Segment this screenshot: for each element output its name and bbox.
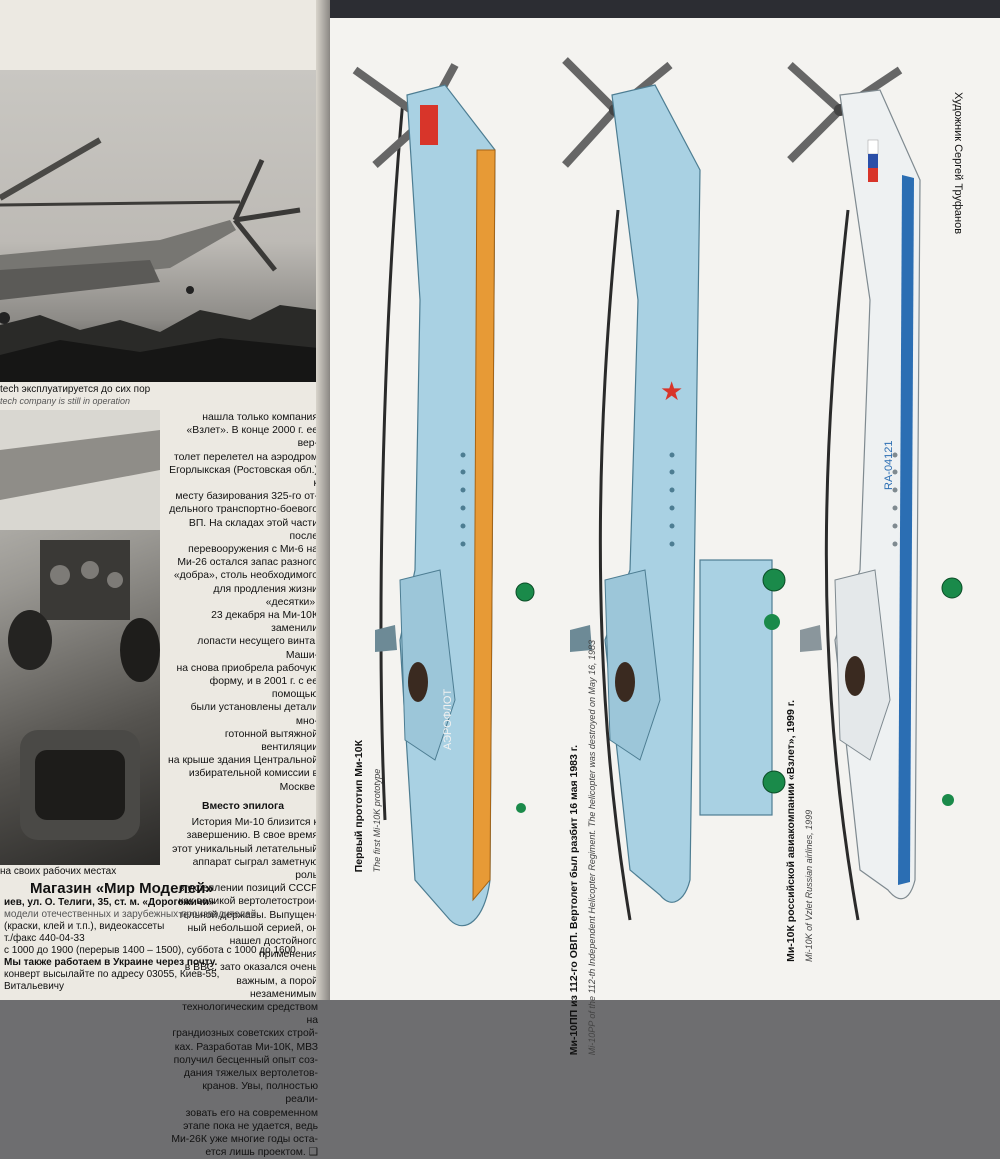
epilogue-line: грандиозных советских строй-	[172, 1028, 318, 1040]
article-line: дельного транспортно-боевого	[169, 504, 318, 516]
epilogue-line: тельной державы. Выпущен-	[178, 909, 318, 921]
section-heading: Вместо эпилога	[201, 800, 285, 812]
helicopter-photo-icon	[0, 137, 318, 382]
left-page: tech эксплуатируется до сих пор tech com…	[0, 0, 330, 1158]
rotor-blade-icon	[598, 209, 632, 921]
cockpit-photo-icon	[0, 410, 160, 840]
epilogue-line: завершению. В свое время	[186, 830, 318, 842]
article-line: ВП. На складах этой части после	[188, 517, 318, 542]
epilogue-line: ках. Разработав Ми-10К, МВЗ	[174, 1041, 318, 1053]
shop-line: модели отечественных и зарубежных произв…	[4, 909, 257, 920]
rotor-blade-icon	[824, 209, 860, 921]
epilogue-line: аппарат сыграл заметную роль	[192, 856, 318, 881]
profile-mi10k-vzlet: RA-04121	[780, 0, 970, 1005]
shop-line: с 1000 до 1900 (перерыв 1400 – 1500), су…	[4, 945, 296, 956]
article-line: толет перелетел на аэродром	[173, 451, 318, 463]
profile-1-caption-ru: Первый прототип Ми-10К	[353, 740, 365, 873]
shop-line: Мы также работаем в Украине через почту.	[4, 957, 218, 968]
helicopter-profile-icon: АЭРОФЛОТ	[352, 63, 535, 927]
shop-advert: Магазин «Мир Моделей» иев, ул. О. Телиги…	[0, 880, 318, 993]
article-line: избирательной комиссии в	[188, 768, 318, 780]
article-line: Ми-26 остался запас разного	[177, 557, 318, 569]
rotor-blade-icon	[379, 99, 405, 821]
photo-cockpit-caption: на своих рабочих местах	[0, 866, 117, 877]
registration-marking: RA-04121	[883, 440, 895, 490]
article-line: перевооружения с Ми-6 на	[188, 544, 318, 556]
red-star-icon: ★	[660, 377, 683, 407]
article-line: на снова приобрела рабочую	[176, 662, 318, 674]
epilogue-line: в ВВС, зато оказался очень	[184, 962, 318, 974]
article-line: лопасти несущего винта. Маши-	[197, 636, 318, 661]
shop-line: иев, ул. О. Телиги, 35, ст. м. «Дорогожи…	[4, 897, 215, 908]
top-dark-band	[330, 0, 1000, 18]
article-line: форму, и в 2001 г. с ее помощью	[209, 676, 318, 701]
epilogue-line: Ми-26К уже многие годы оста-	[171, 1133, 318, 1145]
article-line: готонной вытяжной вентиляции	[224, 728, 318, 754]
epilogue-line: этапе пока не удается, ведь	[183, 1120, 318, 1132]
artist-credit: Художник Сергей Труфанов	[952, 92, 964, 235]
epilogue-line: дания тяжелых вертолетов-	[183, 1067, 318, 1079]
profile-mi10pp: ★	[560, 0, 800, 1005]
epilogue-line: нашел достойного применения	[229, 935, 318, 961]
epilogue-line: ный небольшой серией, он	[187, 922, 318, 934]
shop-line: (краски, клей и т.п.), видеокассеты	[4, 921, 165, 932]
wheel	[515, 582, 535, 602]
article-line: для продления жизни «десятки».	[213, 583, 318, 608]
epilogue-line: этот уникальный летательный	[172, 843, 318, 855]
photo-cockpit	[0, 410, 160, 865]
article-line: на крыше здания Центральной	[168, 755, 318, 767]
profile-3-caption-en: Mi-10K of Vzlet Russian airlines, 1999	[804, 809, 814, 962]
photo-mi10k-flying	[0, 70, 318, 382]
tail-rotor-icon	[562, 57, 618, 113]
cargo-platform	[699, 559, 773, 816]
epilogue-line: получил бесценный опыт соз-	[173, 1054, 318, 1066]
fuselage	[604, 84, 701, 903]
article-line: «добра», столь необходимого	[173, 570, 318, 582]
article-line: Егорлыкская (Ростовская обл.) к	[169, 464, 318, 489]
tail-rotor-icon	[787, 62, 843, 113]
profile-3-caption: Ми-10К российской авиакомпании «Взлет», …	[782, 700, 818, 962]
profile-2-caption: Ми-10ПП из 112-го ОВП. Вертолет был разб…	[565, 640, 601, 1055]
photo-top-caption-en: tech company is still in operation	[0, 396, 131, 406]
wheel	[762, 568, 786, 592]
helicopter-profile-icon: RA-04121	[787, 62, 963, 921]
photo-top-caption: tech эксплуатируется до сих пор	[0, 384, 151, 395]
shop-line: Витальевичу	[4, 981, 64, 992]
profile-2-caption-en: Mi-10PP of the 112-th Independent Helico…	[587, 640, 597, 1056]
profile-2-caption-ru: Ми-10ПП из 112-го ОВП. Вертолет был разб…	[568, 744, 580, 1056]
porthole	[615, 662, 635, 702]
blue-stripe	[898, 175, 914, 885]
helicopter-profile-icon: ★	[562, 57, 786, 921]
epilogue-line: технологическим средством на	[182, 1001, 318, 1027]
flag-red	[420, 105, 438, 145]
article-line: месту базирования 325-го от-	[175, 491, 318, 503]
porthole	[845, 656, 865, 696]
profile-mi10k-prototype: АЭРОФЛОТ	[345, 0, 545, 1005]
article-line: 23 декабря на Ми-10К заменили	[211, 610, 318, 635]
shop-line: т./факс 440-04-33	[4, 933, 85, 944]
epilogue-line: зовать его на современном	[185, 1107, 318, 1119]
wheel	[941, 577, 963, 599]
article-line: были установлены детали мно-	[190, 702, 318, 727]
article-column: нашла только компания «Взлет». В конце 2…	[168, 411, 318, 1159]
article-line: Москве.	[279, 781, 318, 793]
porthole	[408, 662, 428, 702]
epilogue-line: ется лишь проектом. ❑	[205, 1147, 318, 1159]
epilogue-line: История Ми-10 близится к	[191, 817, 318, 829]
profile-3-caption-ru: Ми-10К российской авиакомпании «Взлет», …	[785, 700, 797, 962]
shop-title: Магазин «Мир Моделей»	[30, 880, 214, 897]
flag-russia	[867, 139, 879, 155]
orange-stripe	[472, 149, 496, 902]
profile-1-caption-en: The first Mi-10K prototype	[372, 768, 382, 873]
aeroflot-marking: АЭРОФЛОТ	[442, 689, 454, 750]
epilogue-line: кранов. Увы, полностью реали-	[202, 1081, 318, 1106]
epilogue-line: в укреплении позиций СССР	[178, 883, 318, 895]
article-line: «Взлет». В конце 2000 г. ее вер-	[186, 425, 318, 450]
profile-1-caption: Первый прототип Ми-10К The first Mi-10K …	[350, 740, 386, 872]
shop-line: конверт высылайте по адресу 03055, Киев-…	[4, 969, 220, 980]
epilogue-line: важным, а порой незаменимым	[236, 975, 318, 1000]
article-line: нашла только компания	[202, 412, 318, 423]
epilogue-line: как великой вертолетострои-	[178, 896, 318, 908]
